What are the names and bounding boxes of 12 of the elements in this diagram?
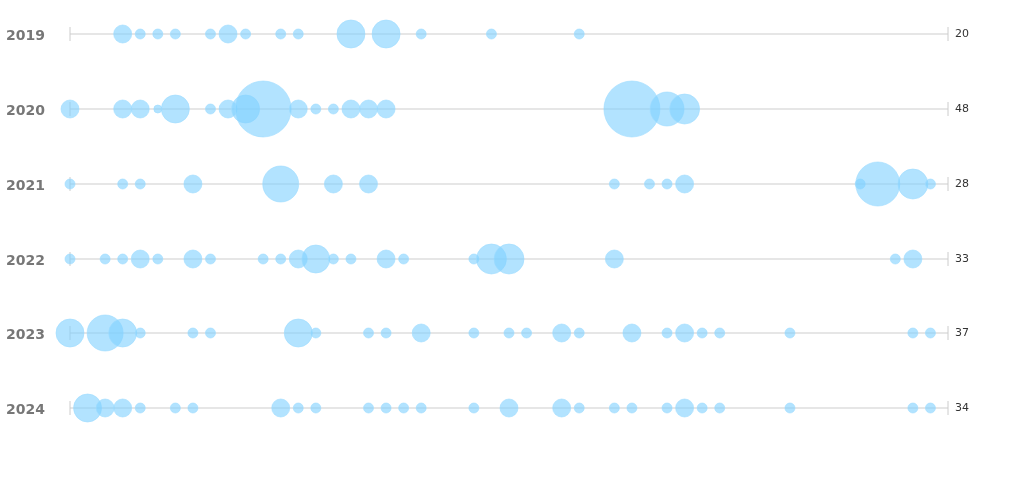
total-value: 37 (955, 326, 969, 340)
year-label: 2020 (6, 101, 45, 119)
year-label: 2022 (6, 251, 45, 269)
total-value: 20 (955, 27, 969, 41)
total-value: 33 (955, 252, 969, 266)
year-label: 2023 (6, 325, 45, 343)
total-value: 34 (955, 401, 969, 415)
total-value: 48 (955, 102, 969, 116)
year-label: 2021 (6, 176, 45, 194)
year-label: 2024 (6, 400, 45, 418)
year-label: 2019 (6, 26, 45, 44)
total-value: 28 (955, 177, 969, 191)
